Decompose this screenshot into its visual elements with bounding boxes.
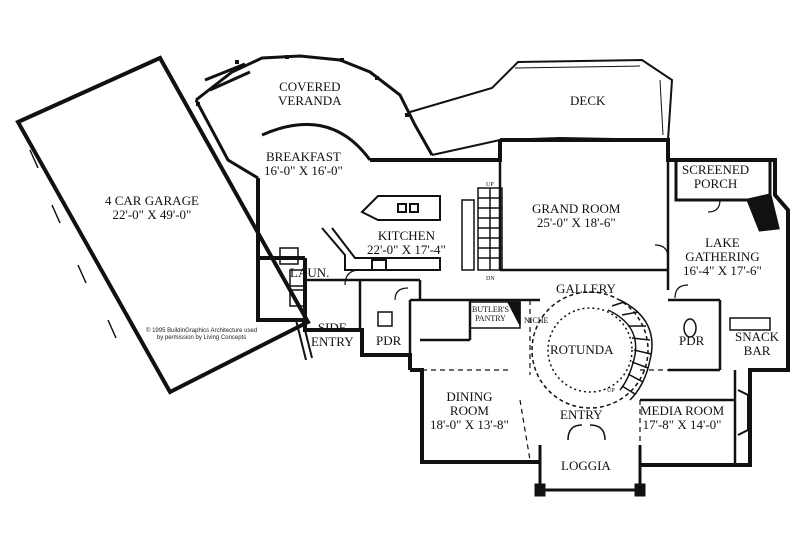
dining-line2: ROOM — [449, 403, 489, 418]
pdr-right-name: PDR — [679, 333, 705, 348]
media-room-dims: 17'-8" X 14'-0" — [642, 417, 722, 432]
stair-up-top: UP — [486, 182, 494, 188]
niche-label: NICHE — [524, 316, 548, 325]
butlers-pantry-label: BUTLER'S PANTRY — [472, 305, 509, 323]
entry-label: ENTRY — [560, 408, 603, 422]
pdr-fixtures — [377, 311, 771, 338]
gallery-label: GALLERY — [556, 282, 616, 296]
loggia-label: LOGGIA — [561, 459, 611, 473]
dining-label: DINING ROOM 18'-0" X 13'-8" — [430, 390, 509, 432]
rotunda-label: ROTUNDA — [550, 343, 614, 357]
lake-gathering-dims: 16'-4" X 17'-6" — [683, 263, 762, 278]
lake-gathering-label: LAKE GATHERING 16'-4" X 17'-6" — [683, 236, 762, 278]
deck-label: DECK — [570, 94, 605, 108]
loggia-name: LOGGIA — [561, 458, 611, 473]
pdr-right-label: PDR — [679, 334, 704, 348]
side-entry-line2: ENTRY — [311, 334, 354, 349]
garage-dims: 22'-0" X 49'-0" — [112, 207, 192, 222]
side-entry-line1: SIDE — [317, 320, 347, 335]
niche-name: NICHE — [524, 316, 549, 325]
kitchen-label: KITCHEN 22'-0" X 17'-4" — [367, 229, 446, 257]
garage-walls — [15, 55, 311, 395]
media-bay — [737, 389, 749, 436]
garage-name: 4 CAR GARAGE — [105, 193, 199, 208]
pdr-left-name: PDR — [376, 333, 402, 348]
laundry-fixtures — [279, 247, 307, 307]
veranda-line2: VERANDA — [278, 93, 342, 108]
stair-dn: DN — [486, 276, 495, 282]
kitchen-dims: 22'-0" X 17'-4" — [367, 242, 446, 257]
snack-bar-label: SNACK BAR — [735, 330, 779, 358]
laundry-label: LAUN. — [290, 266, 329, 280]
screened-porch-label: SCREENED PORCH — [682, 163, 749, 191]
butlers-pantry-line2: PANTRY — [475, 314, 506, 323]
side-entry-steps — [295, 317, 313, 361]
snack-bar-line1: SNACK — [735, 329, 780, 344]
grand-room-name: GRAND ROOM — [532, 201, 621, 216]
loggia — [534, 445, 646, 497]
rotunda-stair — [607, 299, 653, 401]
grand-room-label: GRAND ROOM 25'-0" X 18'-6" — [532, 202, 620, 230]
dining-line1: DINING — [446, 389, 493, 404]
main-stair — [461, 187, 503, 271]
laundry-name: LAUN. — [290, 265, 330, 280]
garage-label: 4 CAR GARAGE 22'-0" X 49'-0" — [105, 194, 199, 222]
stair-up-rotunda: UP — [607, 388, 615, 394]
gallery-name: GALLERY — [556, 281, 616, 296]
copyright-line1: © 1995 BuildinGraphics Architecture used — [146, 328, 258, 334]
lake-gathering-line2: GATHERING — [685, 249, 760, 264]
side-entry-label: SIDE ENTRY — [311, 321, 354, 349]
butlers-pantry-line1: BUTLER'S — [472, 305, 509, 314]
entry-name: ENTRY — [560, 407, 603, 422]
lake-gathering-line1: LAKE — [705, 235, 740, 250]
copyright-notice: © 1995 BuildinGraphics Architecture used… — [146, 328, 257, 342]
garage-door-marks — [29, 149, 271, 373]
rotunda — [531, 291, 649, 409]
screened-porch-line2: PORCH — [693, 176, 738, 191]
veranda-posts — [196, 55, 409, 117]
breakfast-name: BREAKFAST — [265, 149, 341, 164]
door-swings — [344, 199, 721, 301]
butlers-pantry — [469, 301, 521, 329]
kitchen-counters — [321, 227, 441, 271]
media-room-name: MEDIA ROOM — [640, 403, 725, 418]
house-exterior-walls — [256, 138, 790, 467]
snack-bar-line2: BAR — [743, 343, 771, 358]
grand-room-dims: 25'-0" X 18'-6" — [536, 215, 616, 230]
veranda-label: COVERED VERANDA — [278, 80, 342, 108]
kitchen-island — [360, 195, 441, 221]
kitchen-name: KITCHEN — [377, 228, 435, 243]
pdr-left-label: PDR — [376, 334, 401, 348]
screened-porch-line1: SCREENED — [682, 162, 750, 177]
dining-dims: 18'-0" X 13'-8" — [430, 417, 509, 432]
entry-doors — [567, 424, 606, 441]
breakfast-label: BREAKFAST 16'-0" X 16'-0" — [264, 150, 343, 178]
screened-porch-walls — [674, 158, 780, 232]
deck-name: DECK — [570, 93, 606, 108]
deck-railing — [514, 65, 664, 136]
breakfast-dims: 16'-0" X 16'-0" — [264, 163, 343, 178]
rotunda-name: ROTUNDA — [550, 342, 614, 357]
veranda-line1: COVERED — [279, 79, 341, 94]
copyright-line2: by permission by Living Concepts — [156, 335, 247, 341]
media-room-label: MEDIA ROOM 17'-8" X 14'-0" — [640, 404, 724, 432]
